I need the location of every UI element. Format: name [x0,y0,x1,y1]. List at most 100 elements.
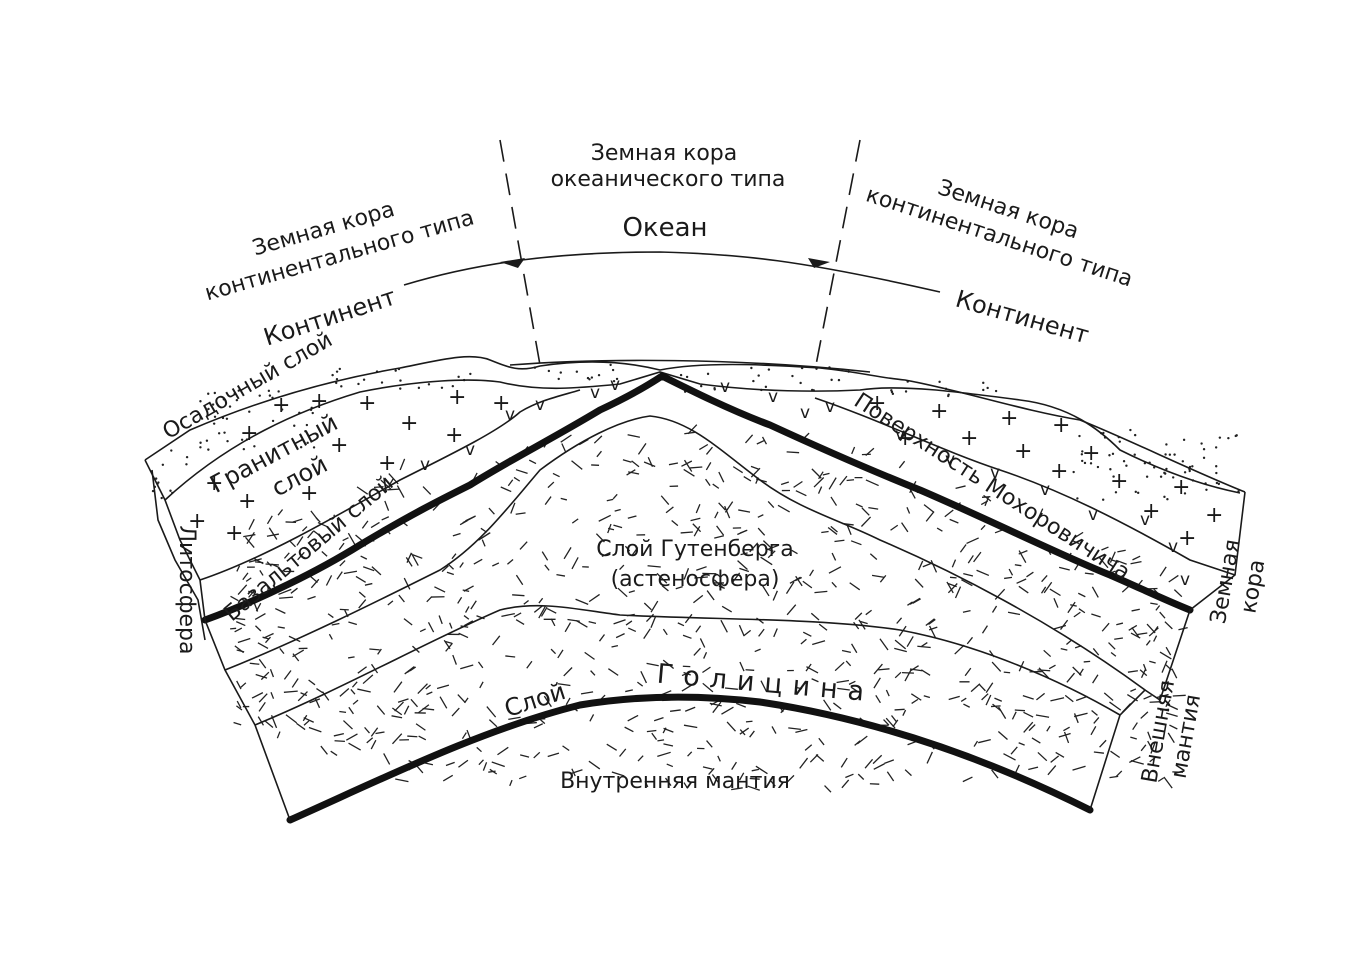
mantle-hatch-mark [687,751,693,757]
mantle-hatch-mark [906,636,914,648]
mantle-hatch-mark [452,654,457,665]
mantle-hatch-mark [338,542,345,551]
sediment-dot [575,370,579,373]
mantle-hatch-mark [1130,632,1141,639]
sediment-dot [213,415,217,418]
sediment-dot [1165,443,1168,446]
mantle-hatch-mark [909,668,923,672]
mantle-hatch-mark [696,566,707,571]
mantle-hatch-mark [550,618,556,627]
granite-layer-label: Гранитный слой [205,408,342,502]
mantle-hatch-mark [737,560,748,570]
mantle-hatch-mark [1142,663,1147,672]
mantle-hatch-mark [756,439,766,445]
mantle-hatch-mark [1060,648,1068,651]
mantle-hatch-mark [259,570,264,576]
mantle-hatch-mark [818,471,824,480]
mantle-hatch-mark [561,443,567,453]
mantle-hatch-mark [1131,627,1140,638]
mantle-hatch-mark [973,551,982,563]
mantle-hatch-mark [675,586,683,590]
mantle-hatch-mark [766,544,779,551]
mantle-hatch-mark [818,623,828,631]
sediment-dot [1215,465,1218,468]
sediment-dot [457,375,460,379]
mantle-hatch-mark [861,507,870,516]
mantle-hatch-mark [308,679,316,686]
sediment-dot [199,400,202,403]
granite-plus-mark: + [1110,469,1128,494]
mantle-hatch-mark [966,537,979,545]
mantle-hatch-mark [809,569,815,577]
mantle-hatch-mark [422,486,432,495]
mantle-hatch-mark [650,600,659,613]
mantle-hatch-mark [427,622,435,633]
mantle-hatch-mark [270,692,275,699]
mantle-hatch-mark [376,705,386,715]
mantle-hatch-mark [419,628,426,633]
mantle-hatch-mark [703,652,708,659]
mantle-hatch-mark [560,434,572,443]
mantle-hatch-mark [846,525,852,536]
mantle-hatch-mark [501,612,515,618]
mantle-hatch-mark [873,677,881,689]
mantle-hatch-mark [260,671,270,681]
mantle-hatch-mark [906,507,911,514]
mantle-hatch-mark [1130,560,1142,565]
mantle-hatch-mark [515,512,526,515]
mantle-hatch-mark [481,539,486,547]
mantle-hatch-mark [1140,669,1146,679]
mantle-hatch-mark [240,682,247,688]
mantle-hatch-mark [647,565,661,568]
mantle-hatch-mark [984,496,990,507]
mantle-hatch-mark [258,693,268,703]
mantle-hatch-mark [994,697,1003,702]
mantle-hatch-mark [274,607,286,614]
mantle-hatch-mark [918,560,924,571]
mantle-hatch-mark [657,751,671,757]
mantle-hatch-mark [631,547,639,556]
mantle-hatch-mark [1110,559,1119,563]
mantle-hatch-mark [399,458,406,471]
mantle-hatch-mark [491,761,505,768]
sediment-dot [311,411,314,415]
inner-mantle-label: Внутренняя мантия [560,769,790,794]
mantle-hatch-mark [1127,670,1138,673]
sediment-dot [597,373,601,377]
mantle-hatch-mark [255,673,268,679]
granite-plus-mark: + [448,385,466,410]
mantle-hatch-mark [1072,666,1082,676]
mantle-hatch-mark [767,500,775,508]
sediment-dot [1181,460,1185,463]
mantle-hatch-mark [1050,755,1060,763]
mantle-hatch-mark [370,727,379,737]
mantle-hatch-mark [814,590,828,594]
mantle-hatch-mark [684,431,695,435]
mantle-hatch-mark [731,787,743,791]
mantle-hatch-mark [1084,572,1094,575]
mantle-hatch-mark [1165,646,1172,656]
mantle-hatch-mark [292,649,305,658]
sediment-dot [1214,446,1218,449]
mantle-hatch-mark [369,648,380,651]
mantle-hatch-mark [303,717,314,723]
mantle-hatch-mark [894,671,902,679]
mantle-hatch-mark [452,532,461,537]
sediment-dot [340,385,343,388]
mantle-hatch-mark [1040,586,1047,594]
outer-mantle-side-label: Внешняя мантия [1137,678,1206,785]
svg-text:кора: кора [1236,558,1270,616]
mantle-hatch-mark [1173,589,1183,598]
mantle-hatch-mark [384,500,390,511]
mantle-hatch-mark [640,670,648,684]
mantle-hatch-mark [978,684,986,692]
mantle-hatch-mark [236,705,243,711]
sediment-dot [1118,440,1121,443]
mantle-hatch-mark [1064,694,1074,703]
mantle-hatch-mark [320,745,328,755]
sediment-dot [242,447,246,451]
mantle-hatch-mark [962,610,971,613]
mantle-hatch-mark [786,604,797,616]
mantle-hatch-mark [526,660,533,669]
